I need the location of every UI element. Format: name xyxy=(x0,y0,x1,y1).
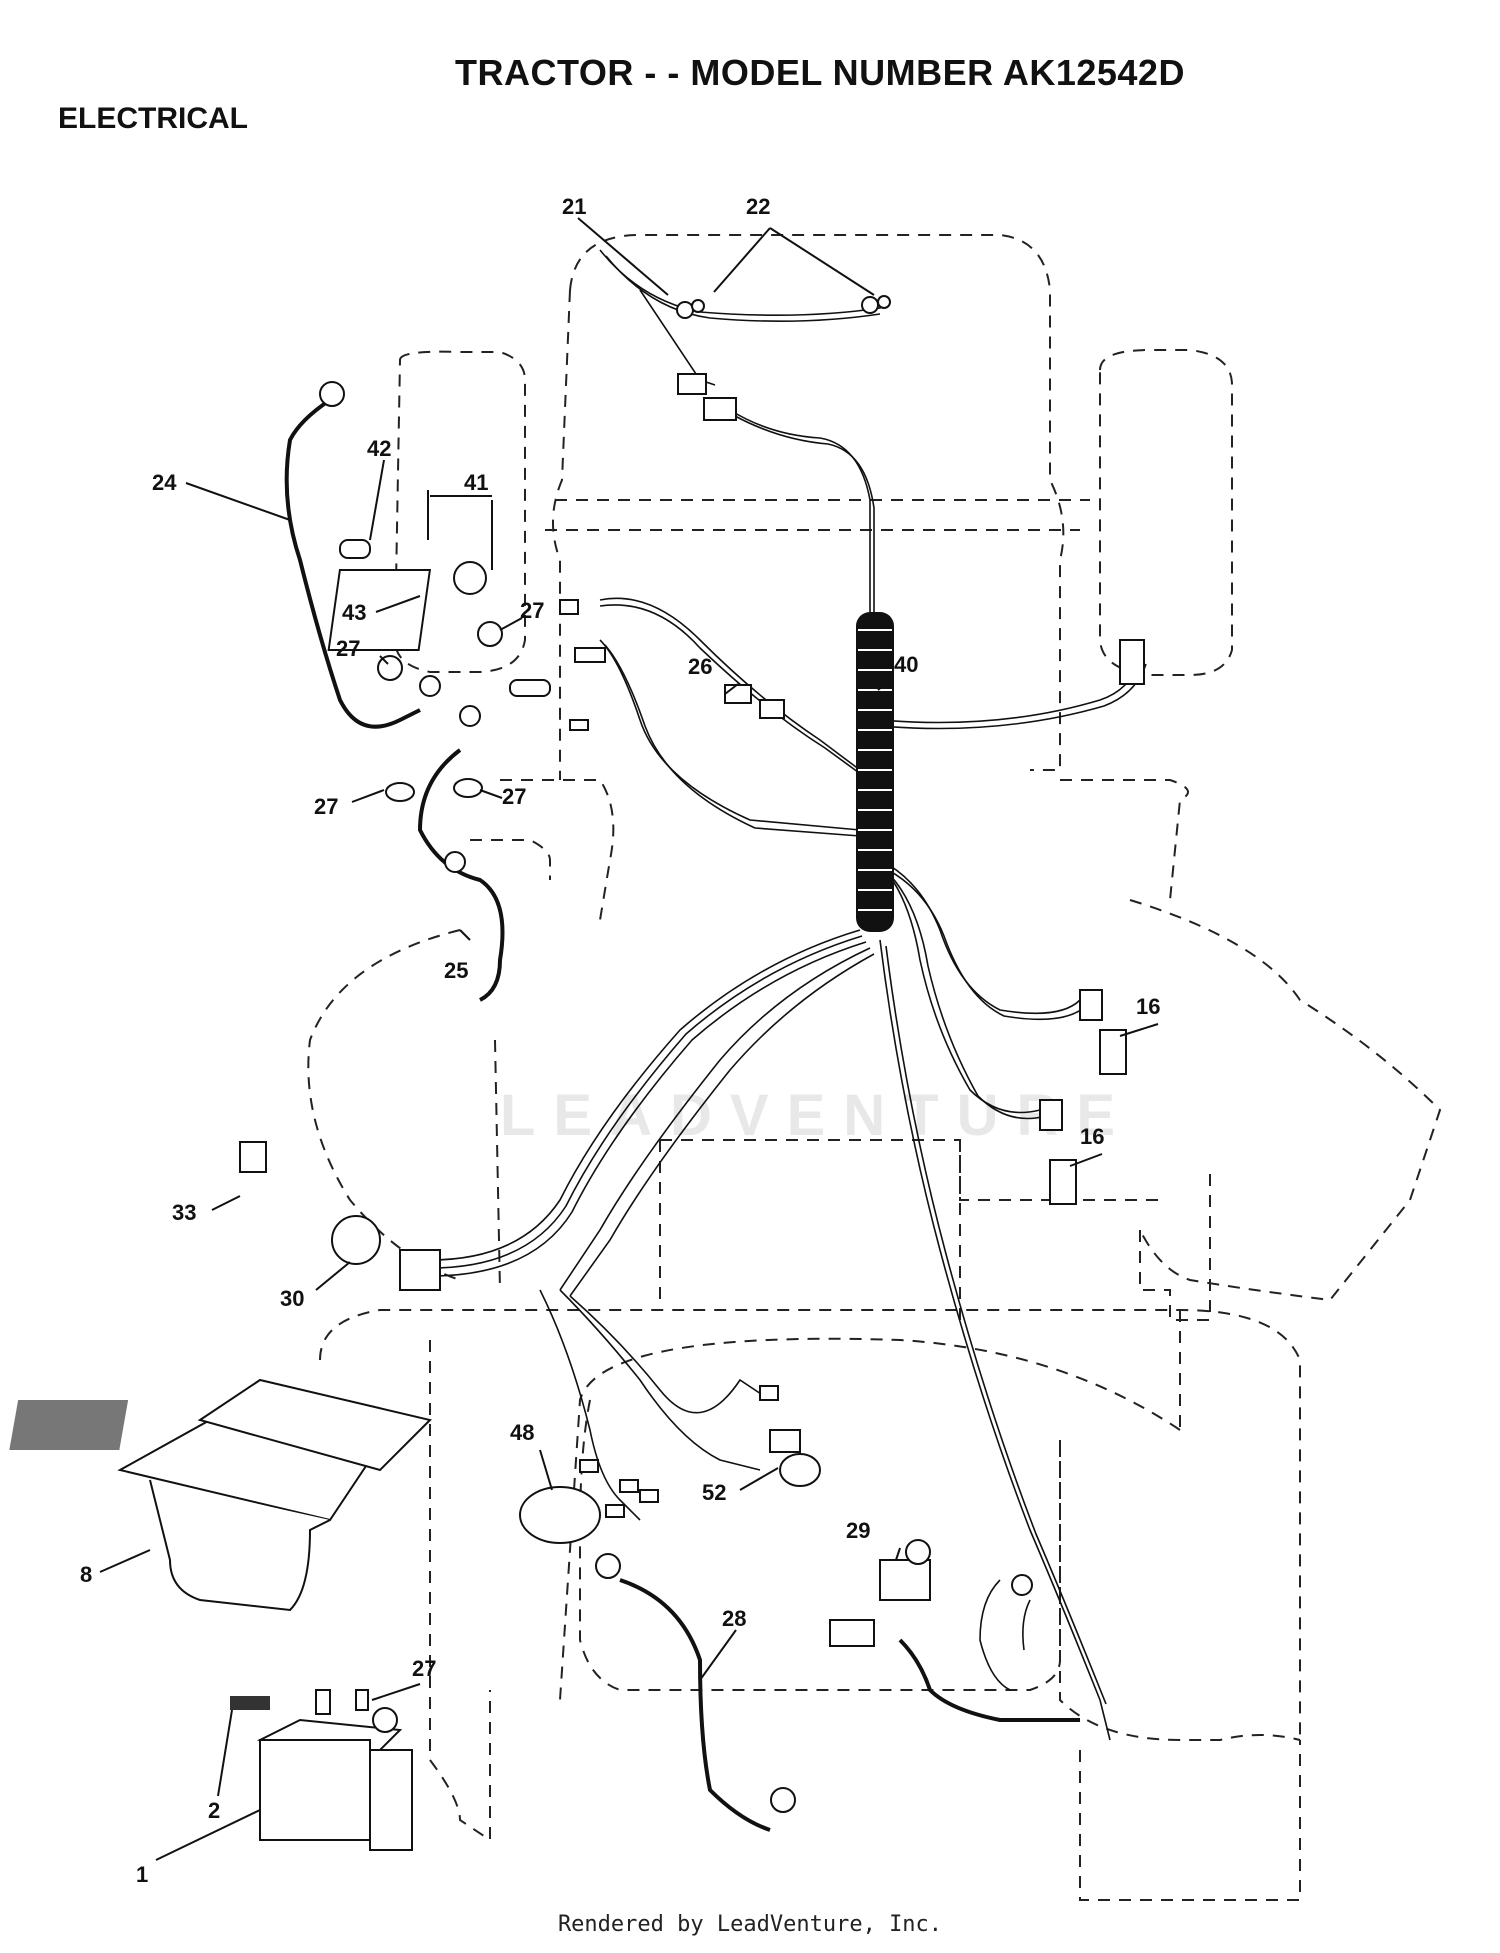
callout-33: 33 xyxy=(172,1200,196,1225)
callout-16: 16 xyxy=(1080,1124,1104,1149)
callout-25: 25 xyxy=(444,958,468,983)
callout-29: 29 xyxy=(846,1518,870,1543)
callout-42: 42 xyxy=(367,436,391,461)
callout-52: 52 xyxy=(702,1480,726,1505)
callout-43: 43 xyxy=(342,600,366,625)
parts xyxy=(9,295,1145,1851)
callout-26: 26 xyxy=(688,654,712,679)
cable-25 xyxy=(417,748,505,1002)
callout-27: 27 xyxy=(412,1656,436,1681)
callout-22: 22 xyxy=(746,194,770,219)
callout-40: 40 xyxy=(894,652,918,677)
watermark-logo: LEADVENTURE xyxy=(500,1083,1134,1148)
callout-16: 16 xyxy=(1136,994,1160,1019)
wiring-harness xyxy=(429,249,1147,1741)
callout-28: 28 xyxy=(722,1606,746,1631)
cable-28 xyxy=(619,1578,771,1832)
callout-27: 27 xyxy=(502,784,526,809)
callout-21: 21 xyxy=(562,194,586,219)
harness-loom-40 xyxy=(856,612,894,932)
cable-24 xyxy=(284,398,421,729)
callout-48: 48 xyxy=(510,1420,534,1445)
callout-1: 1 xyxy=(136,1862,148,1887)
callout-27: 27 xyxy=(314,794,338,819)
callout-8: 8 xyxy=(80,1562,92,1587)
callout-27: 27 xyxy=(336,636,360,661)
callout-41: 41 xyxy=(464,470,488,495)
page-title: TRACTOR - - MODEL NUMBER AK12542D xyxy=(455,52,1185,93)
leader-lines xyxy=(99,217,1159,1861)
callout-30: 30 xyxy=(280,1286,304,1311)
callout-2: 2 xyxy=(208,1798,220,1823)
callout-24: 24 xyxy=(152,470,177,495)
callout-labels: 21 22 24 42 41 43 27 27 27 27 26 40 25 1… xyxy=(80,194,1160,1887)
section-heading: ELECTRICAL xyxy=(58,102,248,135)
render-credit: Rendered by LeadVenture, Inc. xyxy=(557,1912,943,1937)
callout-27: 27 xyxy=(520,598,544,623)
